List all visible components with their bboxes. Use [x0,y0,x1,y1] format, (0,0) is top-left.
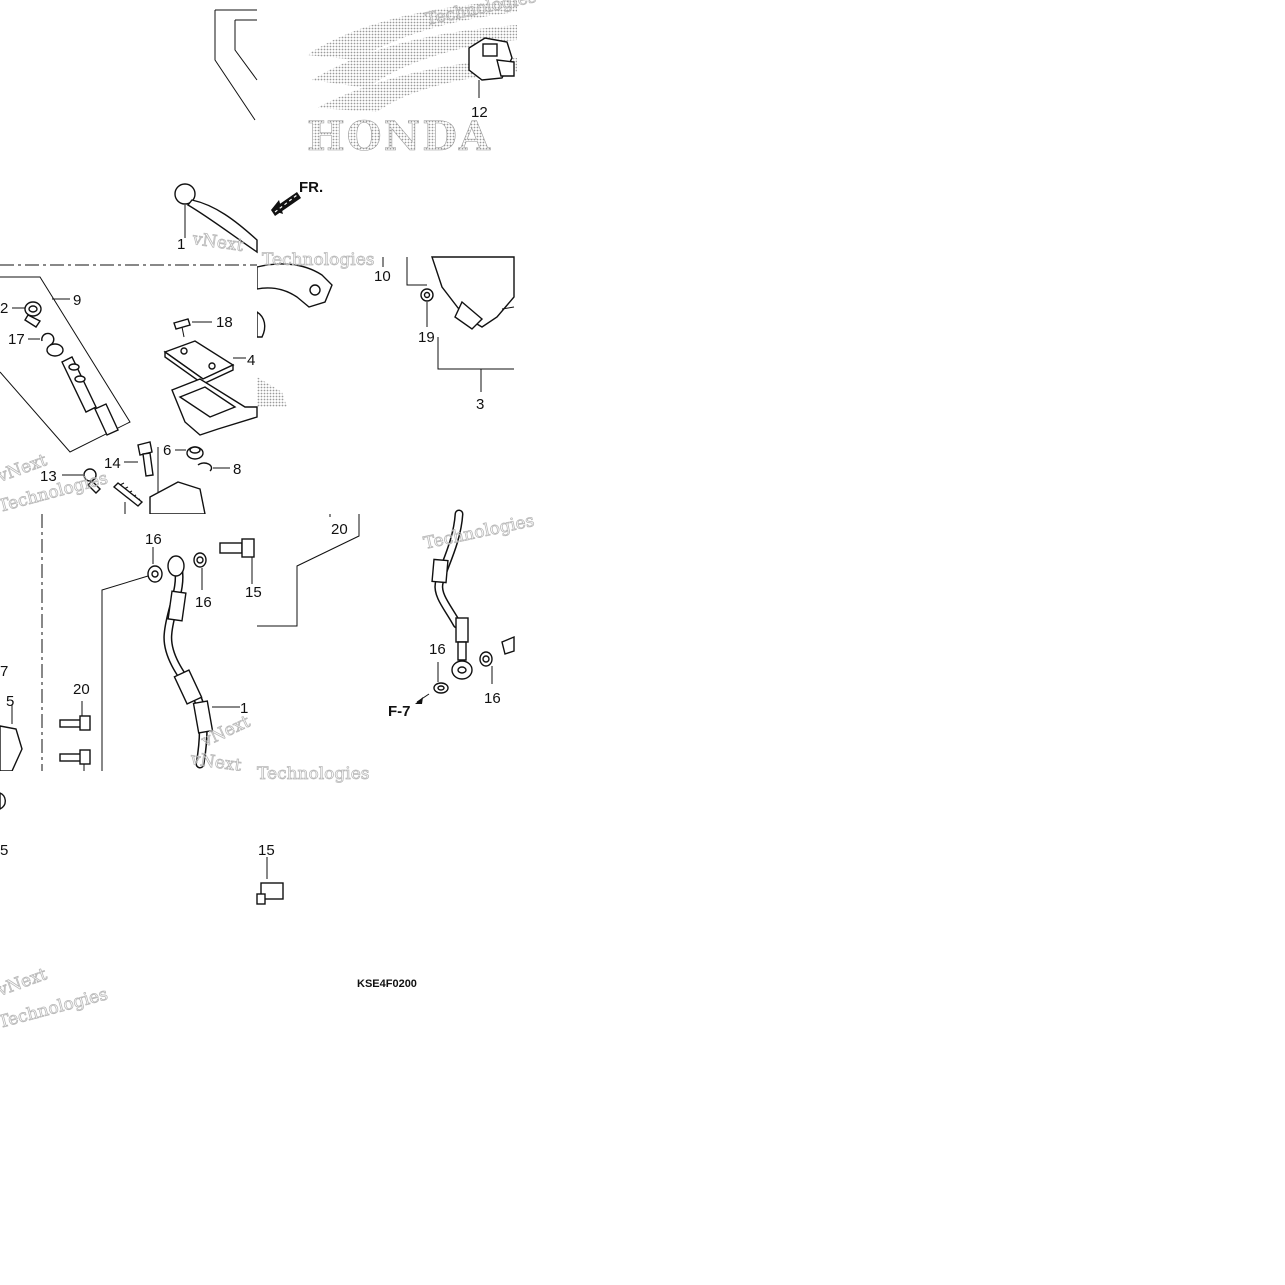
part-3-master-cylinder-body [406,256,515,330]
callout-2: 2 [0,300,8,317]
watermark-technologies: Technologies [262,250,375,270]
callout-5: 5 [6,693,14,710]
honda-watermark: HONDA [307,113,492,160]
part-spring [112,482,144,507]
callout-1: 1 [177,236,185,253]
callout-15-b: 15 [258,842,275,859]
callout-16-d: 16 [484,690,501,707]
part-2-boot [24,301,42,328]
part-16-washer-right [479,651,493,684]
callout-16-c: 16 [429,641,446,658]
part-piston-assembly [61,356,119,436]
callout-20: 20 [331,521,348,538]
part-4-reservoir-cap [163,340,246,385]
diagram-tile-brake-hose: 20 16 16 [257,509,536,771]
part-16-washer-left [433,662,449,694]
watermark-next: vNext [0,964,50,1001]
part-20-bolts [59,701,91,771]
callout-6: 6 [163,442,171,459]
diagram-tile-bottom: 5 vNext Technologies [0,771,257,1033]
diagram-tile-reservoir: 9 2 17 [0,257,258,517]
honda-wing-logo: HONDA [307,0,517,160]
watermark-technologies: Technologies [257,764,370,784]
callout-12: 12 [471,104,488,121]
callout-13: 13 [40,468,57,485]
part-8-clip [197,462,230,472]
diagram-tile-master-cylinder: 10 19 3 Technologies [256,250,515,514]
callout-19: 19 [418,329,435,346]
part-1-lever-tip [174,183,258,254]
figure-ref: F-7 [388,703,411,720]
part-15-banjo-bolt [219,538,255,584]
part-6-grommet [175,446,204,460]
callout-8: 8 [233,461,241,478]
callout-4: 4 [247,352,255,369]
diagram-tile-honda-logo: HONDA 12 Technologies [257,0,538,257]
callout-3: 3 [476,396,484,413]
part-18-screw [173,318,212,338]
diagram-tile-left-hose: 16 16 15 1 7 [0,514,262,776]
fr-label: FR. [299,179,323,196]
callout-17: 17 [8,331,25,348]
diagram-code: KSE4F0200 [357,978,417,990]
callout-1-hose: 1 [240,700,248,717]
watermark-technologies: Technologies [424,0,538,30]
part-bolt-right-edge [501,635,515,655]
part-brake-hose-main [163,555,214,769]
callout-16-a: 16 [145,531,162,548]
diagram-tile-bracket: 1 vNext [0,0,258,257]
part-lever-bracket [256,263,333,308]
callout-16-b: 16 [195,594,212,611]
diagram-tile-bolt-15: 15 KSE4F0200 Technologies [256,764,514,1028]
callout-18: 18 [216,314,233,331]
callout-7: 7 [0,663,8,680]
fr-direction-arrow: FR. [271,179,323,216]
part-15-bolt-b [256,882,284,905]
callout-9: 9 [73,292,81,309]
part-12-switch-housing [468,37,515,98]
part-14-pivot-bolt [124,441,154,477]
callout-20-b: 20 [73,681,90,698]
part-diaphragm [171,378,258,436]
part-hose-upper-end [431,509,473,680]
watermark-technologies: Technologies [422,511,536,554]
part-16-washer-b [193,552,207,590]
callout-14: 14 [104,455,121,472]
part-17-circlip [41,332,64,357]
callout-10: 10 [374,268,391,285]
part-19-nut [420,288,434,327]
callout-5-b: 5 [0,842,8,859]
part-13-nut [62,468,101,494]
callout-15: 15 [245,584,262,601]
part-16-washer-a [147,547,163,583]
